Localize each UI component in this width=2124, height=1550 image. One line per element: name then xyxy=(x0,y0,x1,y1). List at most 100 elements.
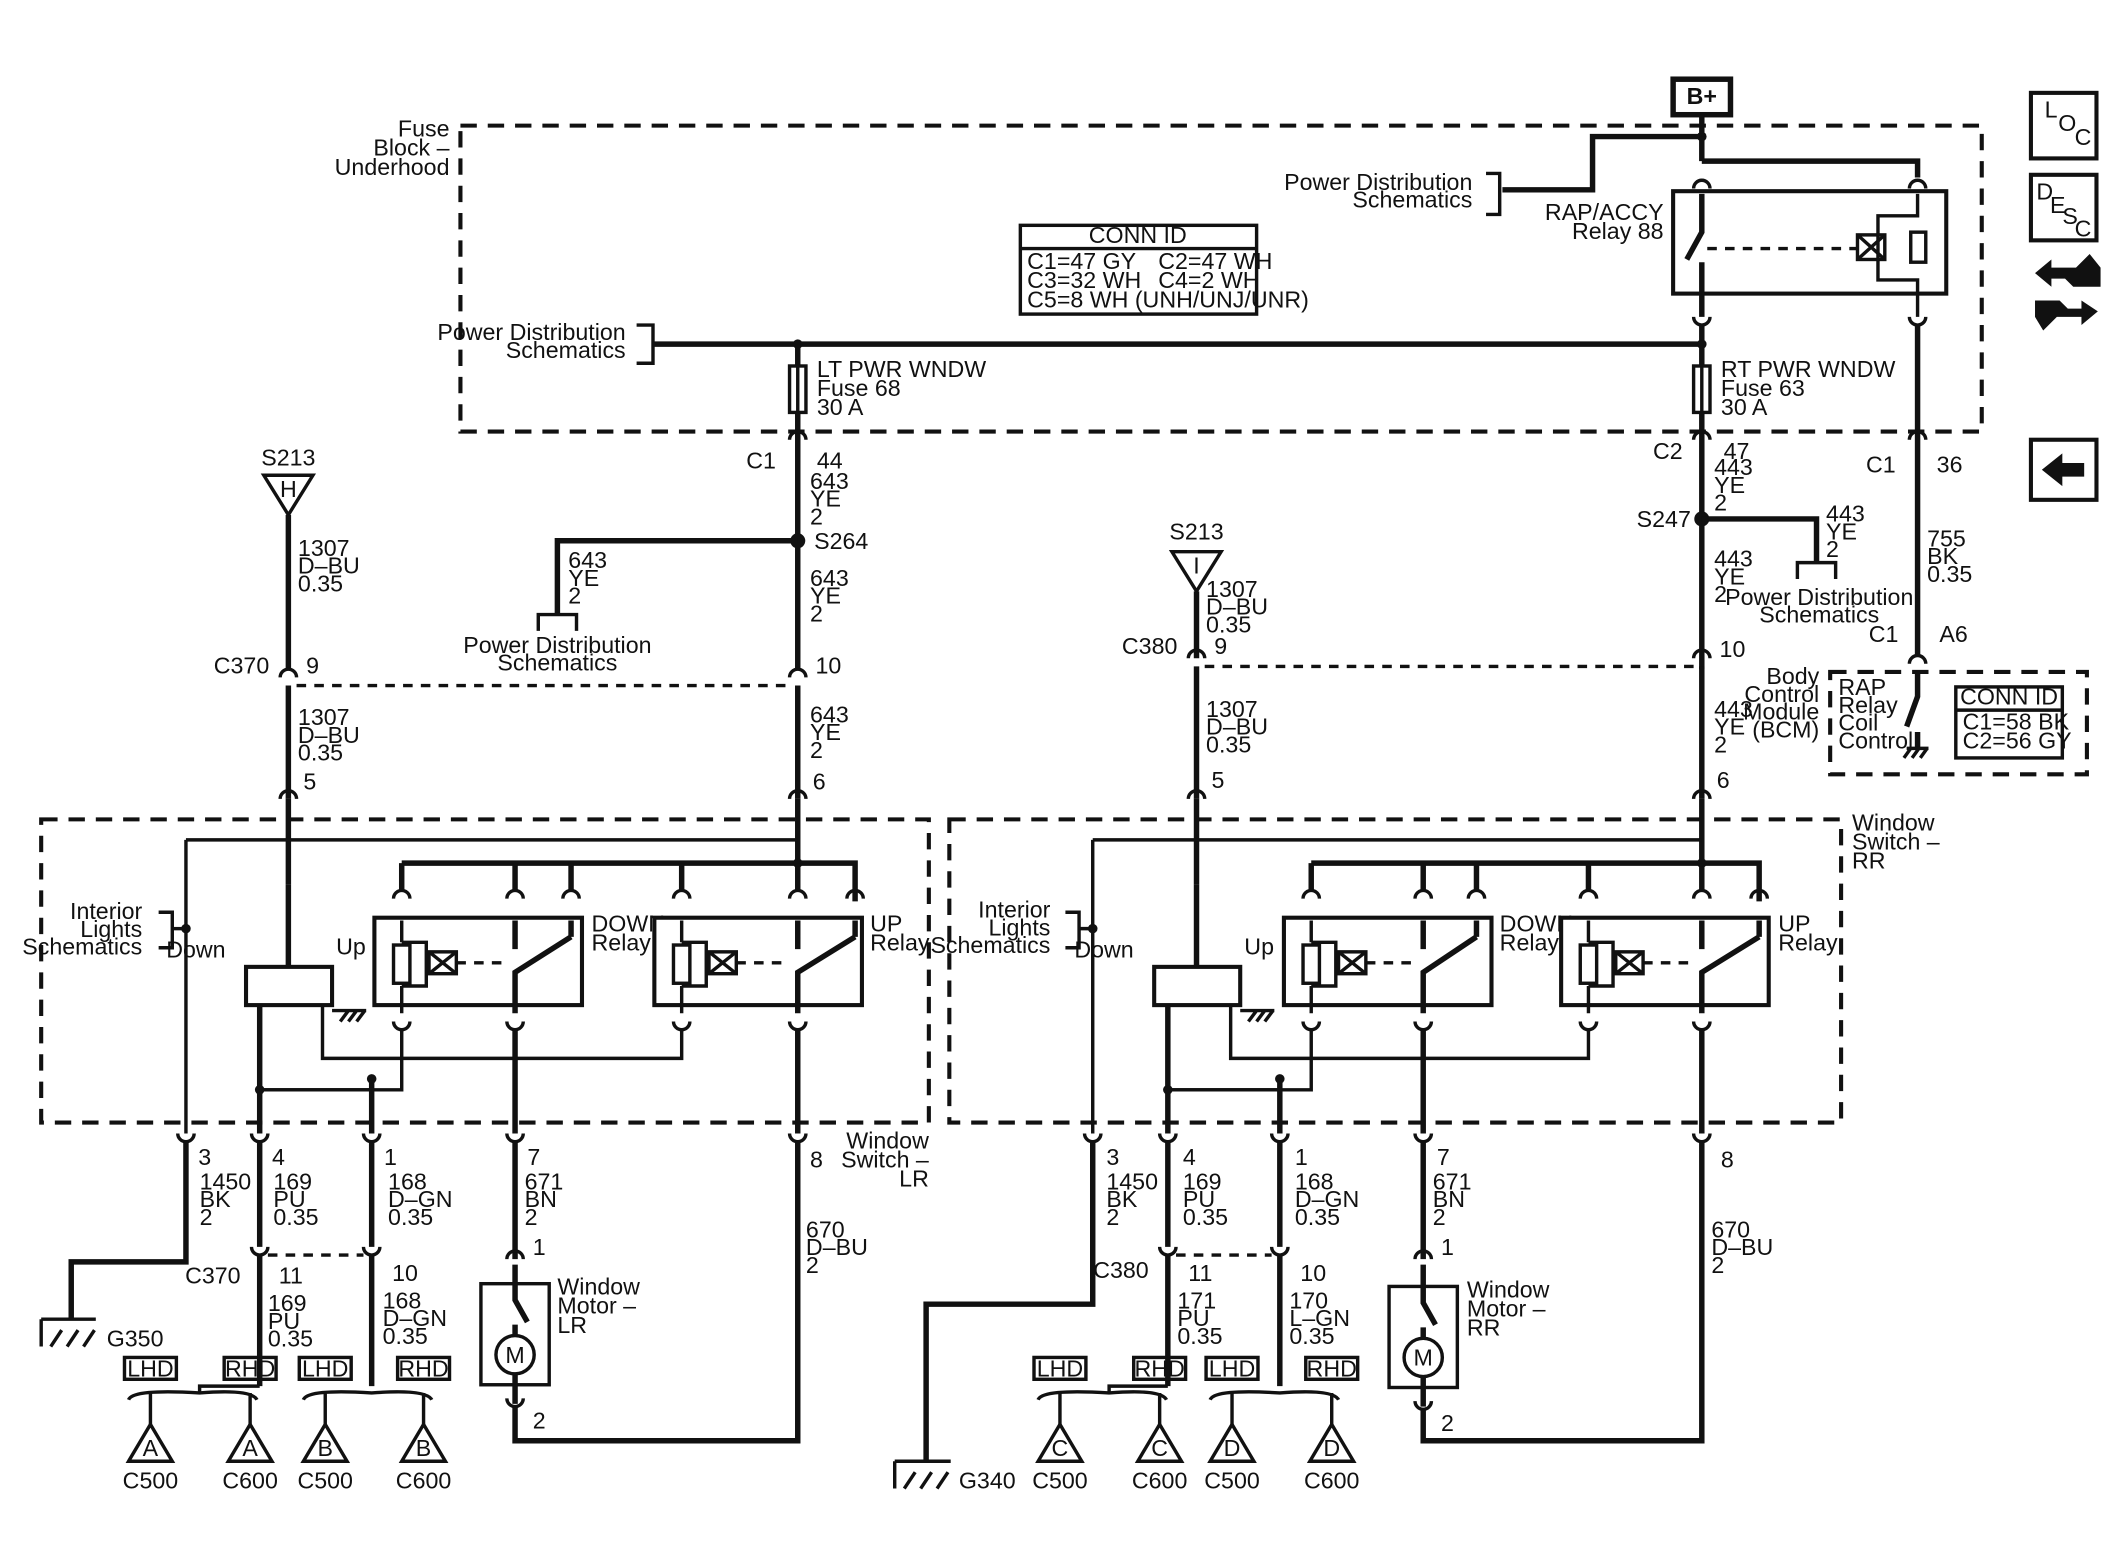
c380-lower-wires xyxy=(1193,666,1705,799)
w643-d-3: 2 xyxy=(810,737,823,763)
tri-c-1: C xyxy=(1052,1435,1069,1461)
connector-swap-icon[interactable] xyxy=(2035,254,2101,331)
lr-relay-drops xyxy=(398,863,801,891)
bcm-name-2: Control xyxy=(1744,681,1819,707)
w1450-lr-3: 2 xyxy=(200,1204,213,1230)
rr-up-coil-loop xyxy=(1586,920,1615,1014)
rr-relay-bottom-terminals xyxy=(1301,1021,1712,1032)
s213-label-right: S213 xyxy=(1169,518,1223,544)
w1307-b-1: 1307 xyxy=(298,704,350,730)
lr-down-label: Down xyxy=(166,936,225,962)
lhd-box-c xyxy=(1032,1355,1088,1382)
description-button[interactable]: D E S C xyxy=(2028,172,2099,243)
bcm-ground-symbol xyxy=(1902,746,1929,759)
lr-interior-lights-wire xyxy=(184,838,798,1134)
relay88-coil xyxy=(1909,230,1928,264)
c500-a: C500 xyxy=(123,1468,178,1494)
c380-bottom-terminals xyxy=(1157,1246,1290,1257)
pin-3-lr: 3 xyxy=(198,1144,211,1170)
pin-2-motor-lr: 2 xyxy=(533,1407,546,1433)
tri-d-2: D xyxy=(1323,1435,1340,1461)
locations-button[interactable]: L O C xyxy=(2028,90,2099,161)
motor-rr-bottom-terminal xyxy=(1413,1400,1434,1411)
desc-e: E xyxy=(2050,192,2065,218)
rr-relay-drops xyxy=(1308,863,1705,891)
rr-il-bracket xyxy=(1065,910,1093,950)
motor-lr-label-1: Window xyxy=(557,1274,640,1300)
w643-a-2: YE xyxy=(810,486,841,512)
pin-3-rr: 3 xyxy=(1106,1144,1119,1170)
w443-a-1: 443 xyxy=(1714,454,1753,480)
w171-2: PU xyxy=(1177,1305,1209,1331)
w169-lr-3: 0.35 xyxy=(273,1204,318,1230)
lr-relay-common-bus xyxy=(401,860,858,902)
bcm-ctrl-2: Relay xyxy=(1838,692,1898,718)
motor-rr-label-1: Window xyxy=(1467,1276,1550,1302)
lr-inline-triangles xyxy=(125,1421,449,1463)
pin-10-lr-bottom: 10 xyxy=(392,1260,418,1286)
w755-3: 0.35 xyxy=(1927,561,1972,587)
bcm-conn-id-l2: C2=56 GY xyxy=(1963,727,2072,753)
w1307-d-1: 1307 xyxy=(1206,696,1258,722)
w643-c-1: 643 xyxy=(810,565,849,591)
w168-lr-b-1: 168 xyxy=(383,1287,422,1313)
switch-lr-label-3: LR xyxy=(899,1166,929,1192)
bcm-connector xyxy=(1907,653,1928,664)
fuse-block-boundary xyxy=(458,123,1984,434)
rhd-a: RHD xyxy=(225,1356,275,1382)
rr-switch-bottom-terminals xyxy=(1082,1133,1712,1144)
lr-out-node-a xyxy=(254,1085,265,1095)
c600-c: C600 xyxy=(1132,1468,1187,1494)
pds-right-label-2: Schematics xyxy=(1759,602,1879,628)
pin-9-right: 9 xyxy=(1214,633,1227,659)
rhd-b: RHD xyxy=(398,1356,448,1382)
w168-rr-3: 0.35 xyxy=(1295,1204,1340,1230)
pin-4-lr: 4 xyxy=(272,1144,285,1170)
c370-top-terminals xyxy=(278,667,808,678)
w169-lr-2: PU xyxy=(273,1186,305,1212)
lr-up-diode-x xyxy=(707,950,738,976)
w1450-rr-2: BK xyxy=(1106,1186,1137,1212)
rhd-box-a xyxy=(222,1355,278,1382)
w169-lr-b-1: 169 xyxy=(268,1290,307,1316)
pin-8-lr: 8 xyxy=(810,1147,823,1173)
pin-6-left: 6 xyxy=(813,768,826,794)
rr-c380-lower xyxy=(1165,1255,1283,1387)
wire-670-rr xyxy=(1420,1141,1705,1444)
w171-1: 171 xyxy=(1177,1287,1216,1313)
w643-a-3: 2 xyxy=(810,503,823,529)
lhd-b: LHD xyxy=(302,1356,348,1382)
motor-rr-symbol xyxy=(1402,1336,1445,1379)
motor-rr-label-2: Motor – xyxy=(1467,1295,1546,1321)
w443-c-1: 443 xyxy=(1714,546,1753,572)
switch-rr-label-1: Window xyxy=(1852,809,1935,835)
rr-up-diode-x xyxy=(1614,950,1645,976)
c1-label-left: C1 xyxy=(746,447,776,473)
window-switch-rr xyxy=(947,817,1844,1125)
w755-1: 755 xyxy=(1927,525,1966,551)
w443-a-3: 2 xyxy=(1714,490,1727,516)
conn-id-c5: C5=8 WH (UNH/UNJ/UNR) xyxy=(1027,286,1309,312)
pin-5-left: 5 xyxy=(303,768,316,794)
ils-rr-2: Lights xyxy=(988,914,1050,940)
w671-lr-3: 2 xyxy=(525,1204,538,1230)
loc-l: L xyxy=(2045,96,2058,122)
pds-top-label-1: Power Distribution xyxy=(1284,169,1472,195)
w643-d-1: 643 xyxy=(810,701,849,727)
back-arrow-button[interactable] xyxy=(2028,437,2099,502)
pin-11-lr: 11 xyxy=(279,1263,303,1289)
tri-d-1: D xyxy=(1224,1435,1241,1461)
pds-top-label-2: Schematics xyxy=(1352,187,1472,213)
rr-interior-lights-wire xyxy=(1091,838,1702,1134)
ground-g340-symbol xyxy=(893,1459,951,1490)
bcm-a6-label: A6 xyxy=(1939,621,1967,647)
conn-id-table xyxy=(1018,223,1259,316)
w670-rr-1: 670 xyxy=(1711,1216,1750,1242)
motor-lr-label-2: Motor – xyxy=(557,1293,636,1319)
fuse68-label-3: 30 A xyxy=(817,394,864,420)
wire-1450-lr xyxy=(68,1141,189,1320)
pin-1-motor-lr: 1 xyxy=(533,1234,546,1260)
lr-switch-actuator xyxy=(243,964,335,1008)
pin-10-right: 10 xyxy=(1720,636,1746,662)
pin-36: 36 xyxy=(1937,452,1963,478)
